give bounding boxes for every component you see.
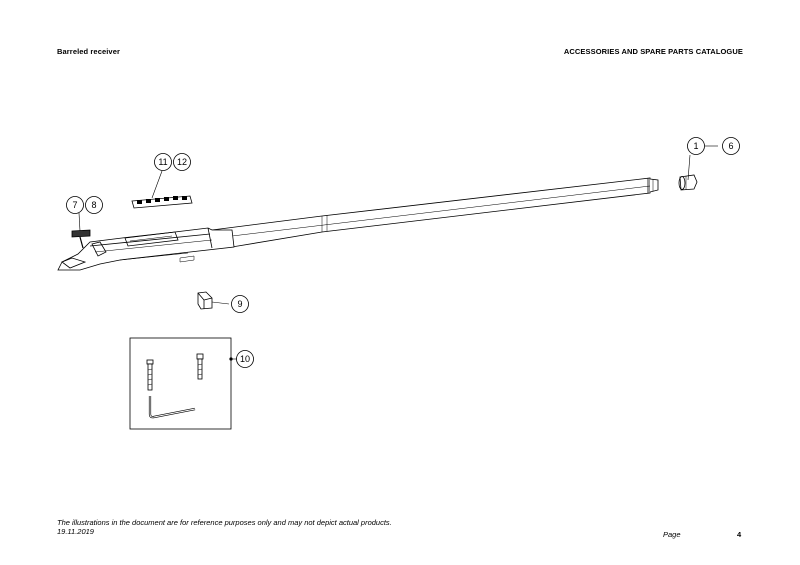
callout-8-circle (85, 196, 103, 214)
kit-10-items (146, 353, 204, 419)
page-label: Page (663, 530, 681, 539)
bolt-handle-drawing (71, 229, 91, 249)
callout-9-circle (231, 295, 249, 313)
kit-10-frame (129, 337, 232, 430)
leader-lines (78, 145, 718, 360)
callout-10-label: 10 (240, 354, 250, 364)
callout-12-label: 12 (177, 157, 187, 167)
callout-6-label: 6 (728, 141, 733, 151)
receiver-drawing (57, 227, 235, 271)
callout-11-circle (154, 153, 172, 171)
page-number: 4 (737, 530, 742, 539)
callout-11-label: 11 (158, 157, 167, 167)
disclaimer-text: The illustrations in the document are fo… (57, 518, 392, 527)
document-date: 19.11.2019 (57, 527, 94, 536)
part-9-drawing (197, 291, 213, 310)
callout-6-circle (722, 137, 740, 155)
rail-drawing (131, 195, 193, 209)
kit-10-leader-dot (229, 357, 233, 361)
callout-7-circle (66, 196, 84, 214)
callout-1-circle (687, 137, 705, 155)
catalogue-title: ACCESSORIES AND SPARE PARTS CATALOGUE (563, 47, 743, 56)
callout-7-label: 7 (72, 200, 77, 210)
callout-12-circle (173, 153, 191, 171)
document-section-title: Barreled receiver (57, 47, 120, 56)
callout-8-label: 8 (91, 200, 96, 210)
callout-9-label: 9 (237, 299, 242, 309)
callout-10-circle (236, 350, 254, 368)
callout-1-label: 1 (693, 141, 698, 151)
barrel-drawing (211, 177, 659, 248)
thread-protector-drawing (678, 174, 698, 191)
